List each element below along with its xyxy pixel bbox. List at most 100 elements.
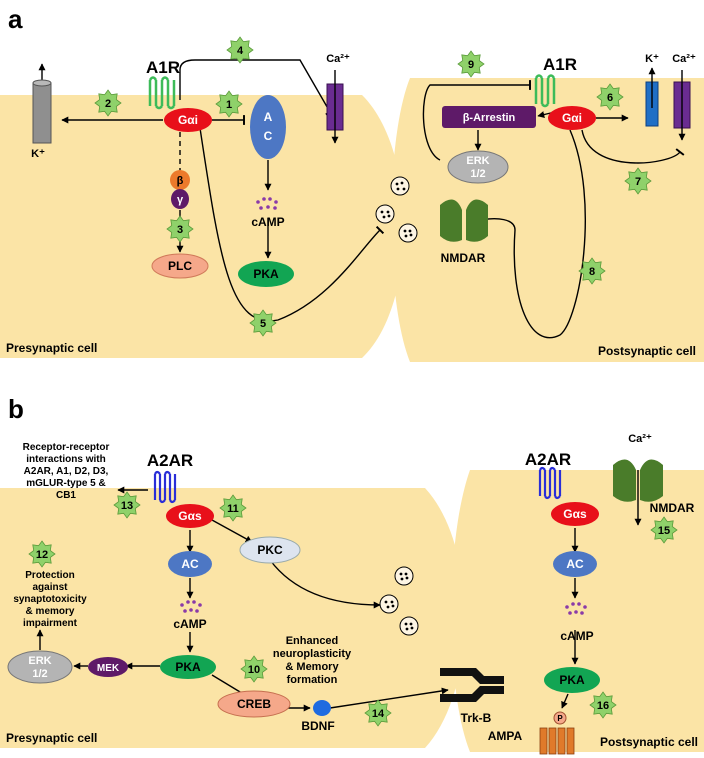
- svg-text:A2AR, A1, D2, D3,: A2AR, A1, D2, D3,: [24, 466, 109, 477]
- beta-arrestin-label: β-Arrestin: [463, 112, 516, 124]
- svg-text:& Memory: & Memory: [285, 661, 339, 673]
- ac-pre: [250, 95, 286, 159]
- a1r-post-label: A1R: [543, 55, 577, 74]
- badge-number: 15: [658, 525, 670, 537]
- gas-post-label: Gαs: [563, 507, 587, 521]
- creb: [217, 690, 291, 718]
- k-post-label: K⁺: [645, 53, 659, 65]
- camp-dots-a: [256, 197, 278, 210]
- gai-pre-label: Gαi: [178, 113, 198, 127]
- badge-number: 14: [372, 708, 385, 720]
- gamma-label: γ: [177, 194, 184, 206]
- mek-label: MEK: [97, 663, 120, 674]
- trkb-label: Trk-B: [461, 711, 492, 725]
- gai-post-label: Gαi: [562, 111, 582, 125]
- badge-number: 6: [607, 92, 613, 104]
- camp-dots-b-pre: [180, 600, 202, 613]
- star-badge-icon-3: 3: [166, 215, 194, 243]
- star-badge-icon-13: 13: [113, 491, 141, 519]
- pka-b-post: [544, 667, 600, 693]
- star-badge-icon-12: 12: [28, 540, 56, 568]
- bdnf-molecule: [313, 700, 331, 716]
- badge-number: 11: [227, 503, 239, 515]
- star-badge-icon-14: 14: [364, 699, 392, 727]
- postsynaptic-cell-b: [451, 470, 704, 752]
- svg-text:& memory: & memory: [26, 606, 75, 617]
- pka-b-pre: [160, 655, 216, 679]
- erk-b-l2: 1/2: [32, 668, 47, 680]
- ac-post-b-label: AC: [566, 557, 584, 571]
- p-label: P: [557, 714, 563, 723]
- nmdar-b: [613, 459, 663, 502]
- svg-text:mGLUR-type 5 &: mGLUR-type 5 &: [26, 478, 105, 489]
- camp-b-post-label: cAMP: [560, 629, 593, 643]
- vesicle-icon: [379, 566, 419, 636]
- ac-post-b: [553, 551, 597, 577]
- svg-text:Enhanced: Enhanced: [286, 635, 339, 647]
- ampa-receptor: [539, 727, 575, 755]
- mek: [88, 657, 128, 677]
- erk-b: [7, 650, 73, 684]
- k-channel-pre: [32, 63, 52, 144]
- beta-arrestin: [442, 106, 536, 128]
- a1r-receptor-pre: [148, 76, 176, 110]
- svg-text:CB1: CB1: [56, 490, 76, 501]
- star-badge-icon-6: 6: [596, 83, 624, 111]
- badge-number: 9: [468, 59, 474, 71]
- a2ar-receptor-pre: [153, 470, 177, 504]
- badge-number: 4: [237, 45, 244, 57]
- svg-text:interactions with: interactions with: [26, 454, 105, 465]
- star-badge-icon-11: 11: [219, 494, 247, 522]
- post-b-label: Postsynaptic cell: [600, 735, 698, 749]
- panel-a-letter: a: [8, 4, 23, 34]
- plc: [151, 253, 209, 279]
- gas-pre-label: Gαs: [178, 509, 202, 523]
- protection-text: Protection against synaptotoxicity & mem…: [13, 570, 87, 629]
- badge-number: 2: [105, 98, 111, 110]
- svg-text:against: against: [32, 582, 68, 593]
- gas-post: [551, 502, 599, 526]
- post-a-label: Postsynaptic cell: [598, 344, 696, 358]
- a1r-receptor-post: [534, 74, 556, 108]
- presynaptic-cell-a: [0, 95, 404, 358]
- ac-pre-b-label: AC: [181, 557, 199, 571]
- gai-post: [548, 106, 596, 130]
- star-badge-icon-15: 15: [650, 516, 678, 544]
- badge-number: 10: [248, 664, 260, 676]
- badge-number: 5: [260, 318, 266, 330]
- erk-a-l1: ERK: [466, 155, 489, 167]
- badge-number: 13: [121, 500, 133, 512]
- gai-pre: [164, 108, 212, 132]
- badge-number: 8: [589, 266, 595, 278]
- nmdar-b-label: NMDAR: [650, 501, 695, 515]
- star-badge-icon-2: 2: [94, 89, 122, 117]
- ac-pre-b: [168, 551, 212, 577]
- nmdar-a: [440, 199, 488, 242]
- a2ar-receptor-post: [538, 466, 562, 500]
- badge-number: 7: [635, 176, 641, 188]
- erk-a: [447, 150, 509, 184]
- star-badge-icon-1: 1: [215, 90, 243, 118]
- panel-b-connectors: [36, 470, 642, 712]
- star-badge-icon-5: 5: [249, 309, 277, 337]
- pre-a-label: Presynaptic cell: [6, 341, 97, 355]
- a2ar-post-label: A2AR: [525, 450, 571, 469]
- svg-text:synaptotoxicity: synaptotoxicity: [13, 594, 87, 605]
- erk-a-l2: 1/2: [470, 168, 485, 180]
- camp-a-label: cAMP: [251, 215, 284, 229]
- badge-number: 12: [36, 549, 48, 561]
- bdnf-label: BDNF: [301, 719, 334, 733]
- star-badge-icon-8: 8: [578, 257, 606, 285]
- pka-a: [238, 261, 294, 287]
- ca-b-label: Ca²⁺: [628, 433, 652, 445]
- ac-top-label: A: [264, 110, 273, 124]
- star-badge-icon-10: 10: [240, 655, 268, 683]
- ac-bottom-label: C: [264, 129, 273, 143]
- postsynaptic-cell-a: [391, 78, 704, 362]
- camp-dots-b-post: [565, 602, 587, 615]
- creb-label: CREB: [237, 697, 271, 711]
- beta-subunit: [170, 170, 190, 190]
- pka-b-pre-label: PKA: [175, 660, 201, 674]
- svg-text:neuroplasticity: neuroplasticity: [273, 648, 352, 660]
